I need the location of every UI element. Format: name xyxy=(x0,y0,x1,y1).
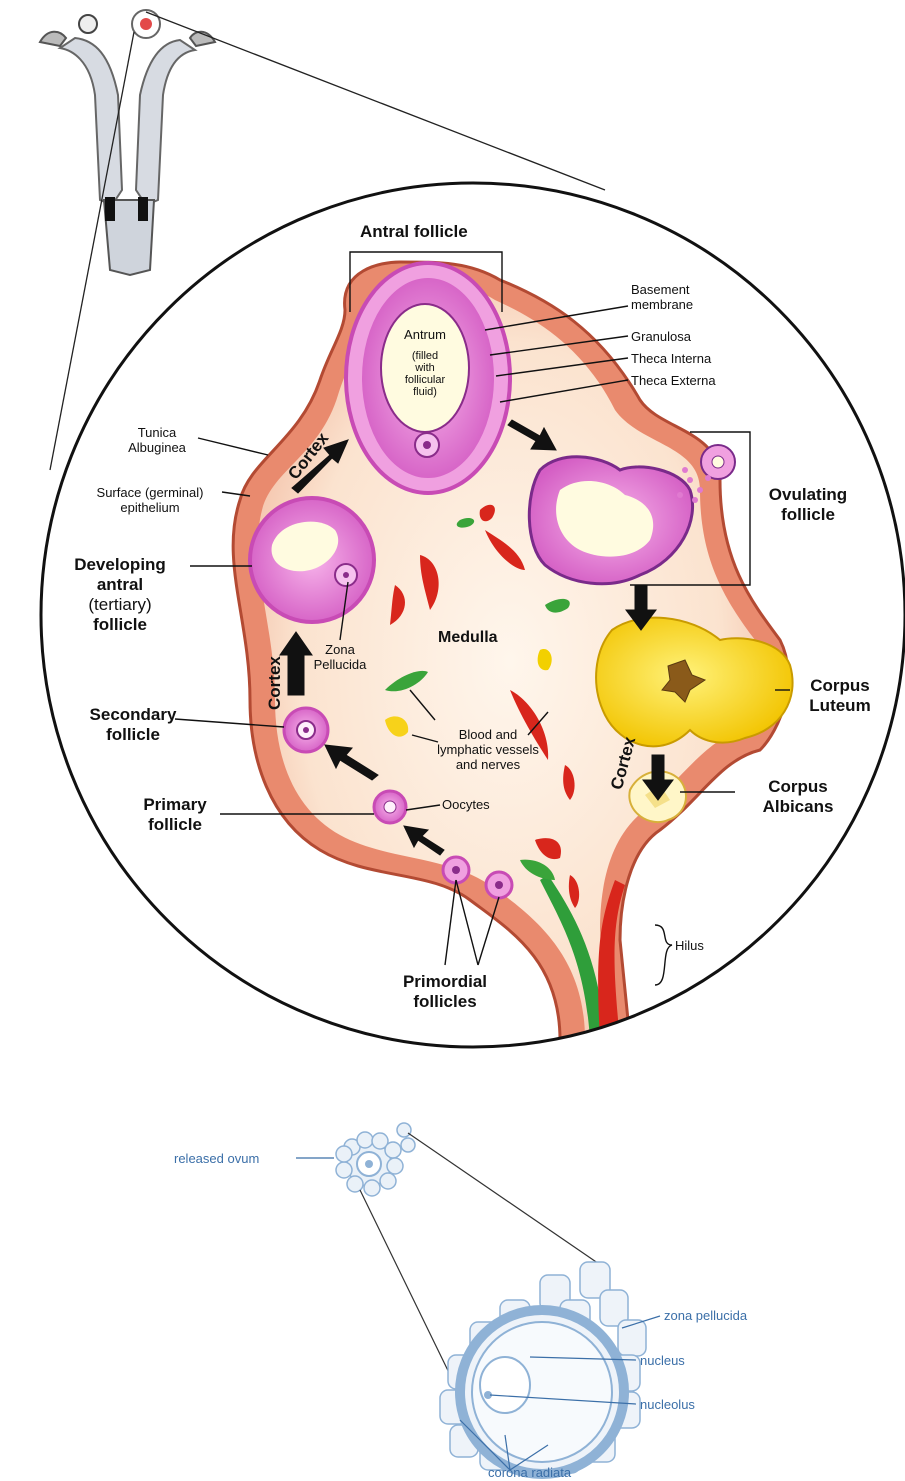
luteum-line-1: Corpus xyxy=(795,676,885,696)
label-granulosa: Granulosa xyxy=(631,329,691,344)
label-primordial-follicles: Primordial follicles xyxy=(390,972,500,1012)
label-oocytes: Oocytes xyxy=(442,797,490,812)
label-blood-vessels: Blood and lymphatic vessels and nerves xyxy=(418,727,558,772)
label-antrum: Antrum xyxy=(392,327,458,342)
antrum-fluid-line-2: with xyxy=(392,362,458,374)
blood-line-3: and nerves xyxy=(418,757,558,772)
label-secondary-follicle: Secondary follicle xyxy=(78,705,188,745)
tunica-line-1: Tunica xyxy=(112,425,202,440)
ovum-diagram xyxy=(296,1123,660,1474)
tunica-line-2: Albuginea xyxy=(112,440,202,455)
blood-line-1: Blood and xyxy=(418,727,558,742)
label-theca-externa: Theca Externa xyxy=(631,373,716,388)
basement-membrane-line-2: membrane xyxy=(631,297,693,312)
label-theca-interna: Theca Interna xyxy=(631,351,711,366)
primary-line-2: follicle xyxy=(130,815,220,835)
label-hilus: Hilus xyxy=(675,938,704,953)
label-ovulating-follicle: Ovulating follicle xyxy=(758,485,858,525)
ovary-cross-section xyxy=(0,0,905,1100)
label-released-ovum: released ovum xyxy=(174,1150,259,1167)
developing-line-2: antral xyxy=(65,575,175,595)
label-surface-epithelium: Surface (germinal) epithelium xyxy=(75,485,225,515)
label-corpus-albicans: Corpus Albicans xyxy=(748,777,848,817)
ovulating-line-1: Ovulating xyxy=(758,485,858,505)
label-zona-pellucida-ovum: zona pellucida xyxy=(664,1307,747,1324)
antrum-fluid-line-3: follicular xyxy=(392,374,458,386)
albicans-line-1: Corpus xyxy=(748,777,848,797)
label-corpus-luteum: Corpus Luteum xyxy=(795,676,885,716)
label-nucleolus: nucleolus xyxy=(640,1396,695,1413)
antrum-title: Antrum xyxy=(392,327,458,342)
developing-line-3: (tertiary) xyxy=(65,595,175,615)
label-antrum-fluid: (filled with follicular fluid) xyxy=(392,350,458,398)
label-developing-antral-follicle: Developing antral (tertiary) follicle xyxy=(65,555,175,635)
label-nucleus: nucleus xyxy=(640,1352,685,1369)
label-tunica-albuginea: Tunica Albuginea xyxy=(112,425,202,455)
label-zona-pellucida: Zona Pellucida xyxy=(300,642,380,672)
developing-line-4: follicle xyxy=(65,615,175,635)
label-medulla: Medulla xyxy=(438,628,498,648)
label-corona-radiata: corona radiata xyxy=(488,1464,571,1481)
surface-line-1: Surface (germinal) xyxy=(75,485,225,500)
label-basement-membrane: Basement membrane xyxy=(631,282,693,312)
basement-membrane-line-1: Basement xyxy=(631,282,693,297)
ovulating-line-2: follicle xyxy=(758,505,858,525)
secondary-line-2: follicle xyxy=(78,725,188,745)
blood-line-2: lymphatic vessels xyxy=(418,742,558,757)
developing-line-1: Developing xyxy=(65,555,175,575)
uterus-overview-icon xyxy=(40,10,215,275)
label-primary-follicle: Primary follicle xyxy=(130,795,220,835)
zona-line-2: Pellucida xyxy=(300,657,380,672)
antrum-fluid-line-1: (filled xyxy=(392,350,458,362)
primordial-line-1: Primordial xyxy=(390,972,500,992)
zona-line-1: Zona xyxy=(300,642,380,657)
primary-line-1: Primary xyxy=(130,795,220,815)
secondary-line-1: Secondary xyxy=(78,705,188,725)
primordial-line-2: follicles xyxy=(390,992,500,1012)
luteum-line-2: Luteum xyxy=(795,696,885,716)
label-antral-follicle: Antral follicle xyxy=(360,222,468,242)
albicans-line-2: Albicans xyxy=(748,797,848,817)
antrum-fluid-line-4: fluid) xyxy=(392,386,458,398)
label-cortex-left: Cortex xyxy=(266,656,283,710)
surface-line-2: epithelium xyxy=(75,500,225,515)
